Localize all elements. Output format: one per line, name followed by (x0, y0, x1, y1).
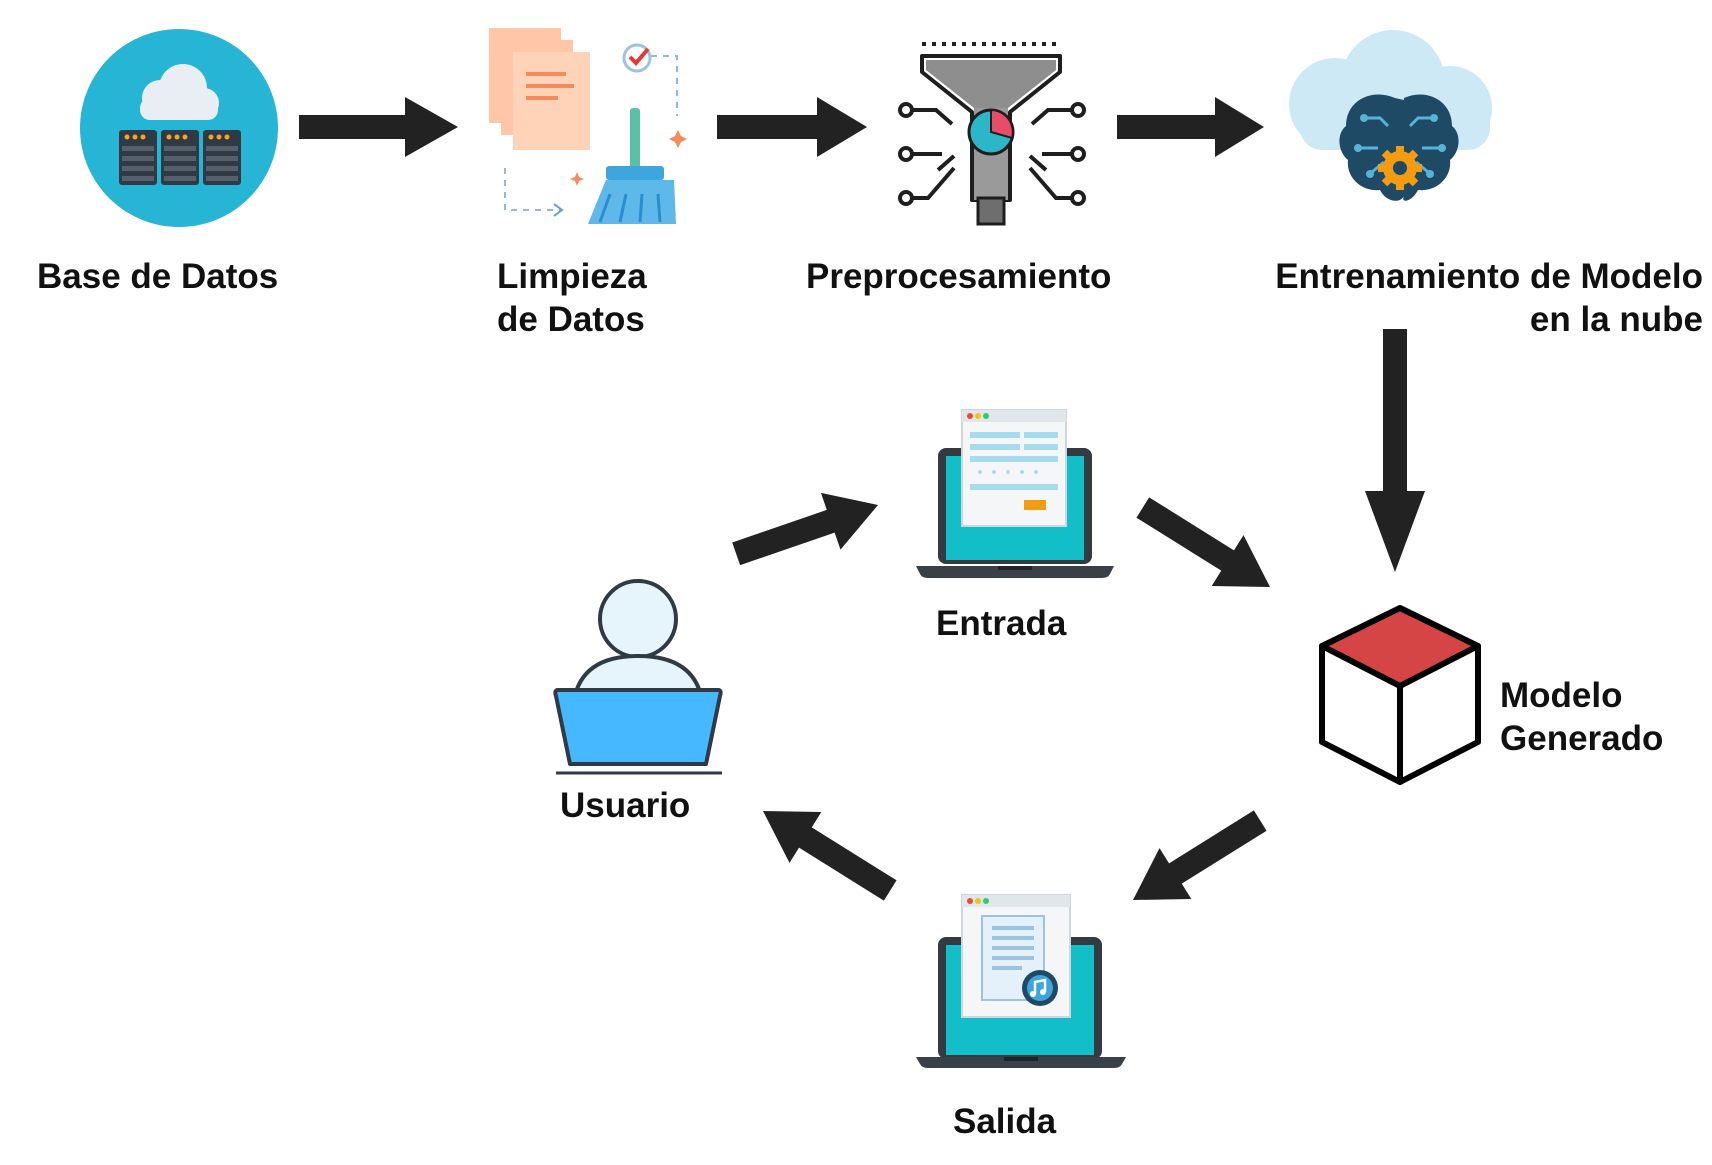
label-salida-text: Salida (953, 1102, 1057, 1141)
arrow-output-to-user (747, 785, 907, 916)
user-laptop-icon (553, 579, 723, 775)
label-modelo-line2: Generado (1500, 719, 1664, 758)
label-modelo-line1: Modelo (1500, 676, 1623, 715)
cloud-brain-gear-icon (1289, 30, 1492, 201)
arrow-preprocessing-to-training (1117, 97, 1264, 157)
arrow-input-to-model (1126, 482, 1286, 613)
label-limpieza-line1: Limpieza (497, 257, 647, 296)
arrow-db-to-cleaning (299, 97, 458, 157)
label-entrenamiento-line2: en la nube (1529, 300, 1703, 339)
arrow-cleaning-to-preprocessing (717, 97, 867, 157)
arrow-training-to-model (1365, 329, 1425, 572)
laptop-form-icon (916, 409, 1114, 578)
label-limpieza-line2: de Datos (497, 300, 645, 339)
cloud-server-database-icon (80, 29, 278, 227)
label-usuario: Usuario (560, 784, 690, 827)
cube-icon (1319, 605, 1481, 785)
label-entrada: Entrada (936, 602, 1066, 645)
label-preprocesamiento-text: Preprocesamiento (806, 257, 1112, 296)
label-modelo-generado: Modelo Generado (1500, 674, 1663, 760)
laptop-music-document-icon (916, 894, 1126, 1068)
label-entrada-text: Entrada (936, 604, 1067, 643)
label-base-de-datos: Base de Datos (37, 255, 278, 298)
label-entrenamiento: Entrenamiento de Modelo en la nube (1275, 255, 1703, 341)
arrow-user-to-input (726, 476, 888, 583)
label-limpieza: Limpieza de Datos (497, 255, 647, 341)
documents-broom-cleaning-icon (489, 28, 687, 224)
label-base-de-datos-text: Base de Datos (37, 257, 279, 296)
label-salida: Salida (953, 1100, 1056, 1143)
funnel-circuit-icon (898, 42, 1086, 226)
arrow-model-to-output (1117, 795, 1277, 926)
label-preprocesamiento: Preprocesamiento (806, 255, 1111, 298)
label-entrenamiento-line1: Entrenamiento de Modelo (1275, 257, 1703, 296)
label-usuario-text: Usuario (560, 786, 691, 825)
